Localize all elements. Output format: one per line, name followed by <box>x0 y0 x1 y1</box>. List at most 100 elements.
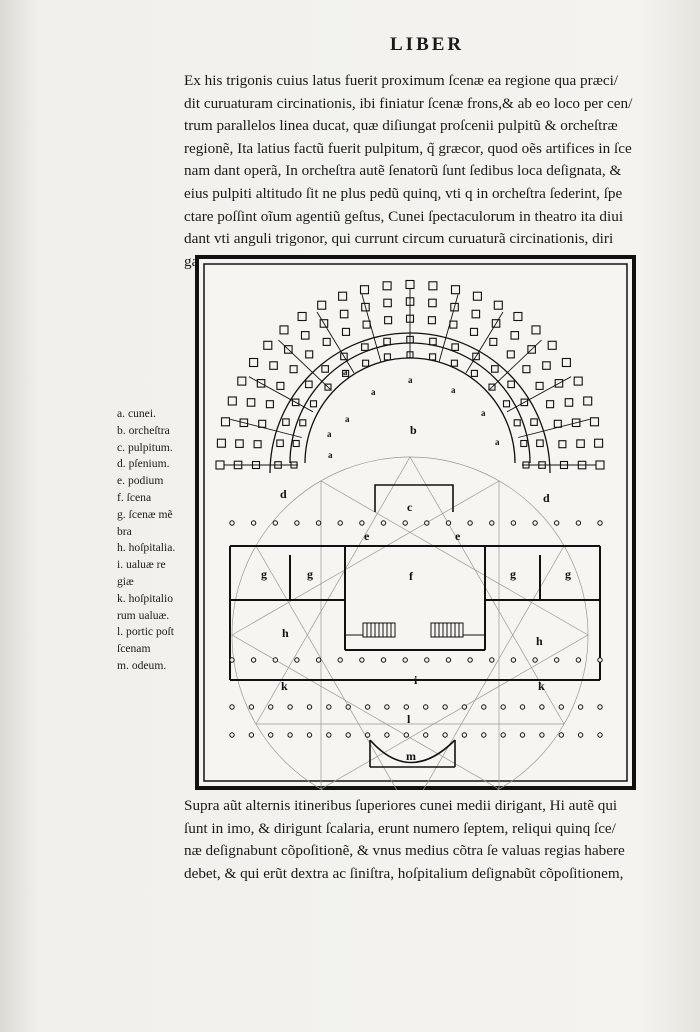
column-dot <box>229 704 235 710</box>
column-dot <box>597 657 603 663</box>
seat-block <box>289 365 298 374</box>
seat-block <box>382 281 392 291</box>
column-dot <box>359 520 365 526</box>
column-dot <box>500 732 506 738</box>
text-line: ctare poſſint oĩum agentiũ geſtus, Cunei… <box>184 207 624 225</box>
seat-block <box>227 396 237 406</box>
column-dot <box>510 657 517 663</box>
column-dot <box>423 704 429 710</box>
column-dot <box>554 520 560 526</box>
column-dot <box>403 704 410 710</box>
seat-block <box>491 365 499 373</box>
seat-block <box>547 340 557 350</box>
legend-entry: a. cunei. <box>117 407 156 420</box>
column-dot <box>424 520 430 526</box>
cavea-arcs <box>269 332 551 474</box>
column-dot <box>337 657 343 663</box>
seat-block <box>450 359 458 367</box>
column-dot <box>345 704 351 710</box>
column-dot <box>539 732 545 738</box>
figure-label-a: a <box>408 375 413 385</box>
legend-entry: m. odeum. <box>117 658 167 672</box>
figure-label-e: e <box>455 529 461 543</box>
legend-entry: b. orcheſtra <box>117 423 170 437</box>
seat-block <box>383 337 391 346</box>
figure-label-d: d <box>543 491 550 505</box>
column-dot <box>306 732 313 738</box>
column-dot <box>402 520 408 526</box>
figure-label-a: a <box>328 450 333 460</box>
seat-block <box>339 309 349 319</box>
column-dot <box>481 704 487 710</box>
seat-block <box>282 418 290 426</box>
column-dot <box>597 704 603 710</box>
column-dot <box>403 732 410 738</box>
column-dot <box>467 657 473 663</box>
figure-label-k: k <box>538 679 545 693</box>
seat-block <box>561 357 571 368</box>
column-dot <box>442 704 448 710</box>
column-dot <box>268 704 274 710</box>
colonnade-dots <box>229 520 603 738</box>
seat-block <box>220 417 231 427</box>
seat-block <box>513 419 521 427</box>
figure-label-l: l <box>407 712 411 726</box>
column-dot <box>577 704 584 710</box>
seat-block <box>428 281 438 291</box>
theatre-plan-svg: a a a a a a a a a b c d d e e f g g g g … <box>195 255 636 790</box>
column-dot <box>500 704 506 710</box>
seat-block <box>449 320 458 329</box>
seat-block <box>362 320 371 329</box>
paragraph-bottom: Supra aũt alternis itineribus ſuperiores… <box>184 795 625 885</box>
text-line: næ deſignabunt cõpoſitionẽ, & vnus mediu… <box>184 842 625 860</box>
column-dot <box>364 704 371 710</box>
figure-label-i: i <box>414 673 418 687</box>
column-dot <box>532 657 538 663</box>
aisle-line <box>230 418 302 438</box>
column-dot <box>597 520 603 526</box>
column-dot <box>272 657 279 663</box>
seat-block <box>249 357 259 368</box>
seat-block <box>520 439 528 448</box>
column-dot <box>272 520 279 526</box>
seat-block <box>338 291 348 301</box>
seat-block <box>215 460 225 470</box>
figure-label-g: g <box>307 567 313 581</box>
seat-block <box>429 353 437 361</box>
seat-block <box>383 298 392 308</box>
aisle-line <box>248 376 314 413</box>
seat-block <box>513 311 523 322</box>
seat-block <box>542 361 551 370</box>
figure-label-h: h <box>282 626 289 640</box>
seat-block <box>451 343 459 351</box>
column-dot <box>315 657 322 663</box>
figure-label-a: a <box>451 385 456 395</box>
column-dot <box>384 704 390 710</box>
legend-entry: ſcenam <box>117 642 151 656</box>
column-dot <box>489 657 495 663</box>
column-dot <box>597 732 603 738</box>
seat-block <box>216 438 226 448</box>
seat-block <box>305 350 314 359</box>
text-line: Ex his trigonis cuius latus fuerit proxi… <box>184 72 619 89</box>
seat-block <box>321 365 329 373</box>
seat-block <box>589 417 600 427</box>
figure-label-a: a <box>371 387 376 397</box>
seat-block <box>564 398 574 407</box>
seat-block <box>522 365 531 374</box>
seat-block <box>470 369 478 377</box>
seat-block <box>472 291 482 301</box>
figure-label-k: k <box>281 679 288 693</box>
column-dot <box>294 520 300 526</box>
column-dot <box>554 657 560 663</box>
column-dot <box>268 732 274 738</box>
figure-label-a: a <box>327 429 332 439</box>
seat-block <box>583 396 593 406</box>
column-dot <box>250 520 257 526</box>
column-dot <box>229 732 235 738</box>
figure-label-h: h <box>536 634 543 648</box>
seat-block <box>471 309 481 319</box>
column-dot <box>287 704 293 710</box>
column-dot <box>423 732 429 738</box>
seat-block <box>359 285 370 295</box>
